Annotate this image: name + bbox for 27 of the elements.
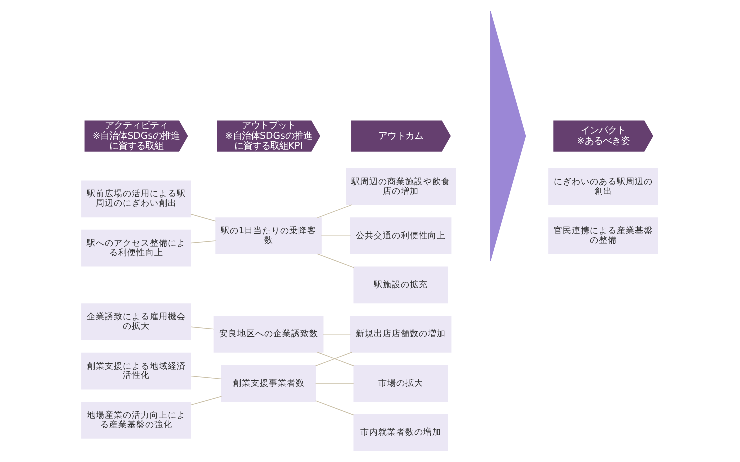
node-box: 市場の拡大 xyxy=(354,365,448,402)
connector xyxy=(190,326,214,330)
connector xyxy=(315,383,354,384)
node-box: 駅の1日当たりの乗降客数 xyxy=(216,218,322,254)
connector xyxy=(190,376,222,380)
node-box: 駅前広場の活用による駅周辺のにぎわい創出 xyxy=(82,180,192,218)
node-box: 公共交通の利便性向上 xyxy=(350,218,452,254)
node-triangle xyxy=(490,10,526,262)
node-box: 駅へのアクセス整備による利便性向上 xyxy=(82,230,192,267)
node-box: 市内就業者数の増加 xyxy=(354,414,448,452)
node-box: 企業誘致による雇用機会の拡大 xyxy=(82,304,192,341)
node-box: 安良地区への企業誘致数 xyxy=(214,316,324,353)
connector xyxy=(323,334,352,335)
node-box: 地場産業の活力向上による産業基盤の強化 xyxy=(82,402,192,439)
connector xyxy=(315,400,354,416)
connector xyxy=(190,240,216,244)
node-box: 駅周辺の商業施設や飲食店の増加 xyxy=(346,168,456,206)
node-box: 創業支援事業者数 xyxy=(221,365,316,402)
node-box: 駅施設の拡充 xyxy=(354,266,448,304)
node-box: 創業支援による地域経済活性化 xyxy=(82,352,192,390)
connector xyxy=(317,204,352,218)
node-box: にぎわいのある駅周辺の創出 xyxy=(548,168,658,206)
connector xyxy=(317,254,354,268)
connector xyxy=(190,214,216,222)
connector xyxy=(190,396,222,406)
node-box: 新規出店店舗数の増加 xyxy=(350,316,452,353)
node-box: 官民連携による産業基盤の整備 xyxy=(548,218,658,254)
